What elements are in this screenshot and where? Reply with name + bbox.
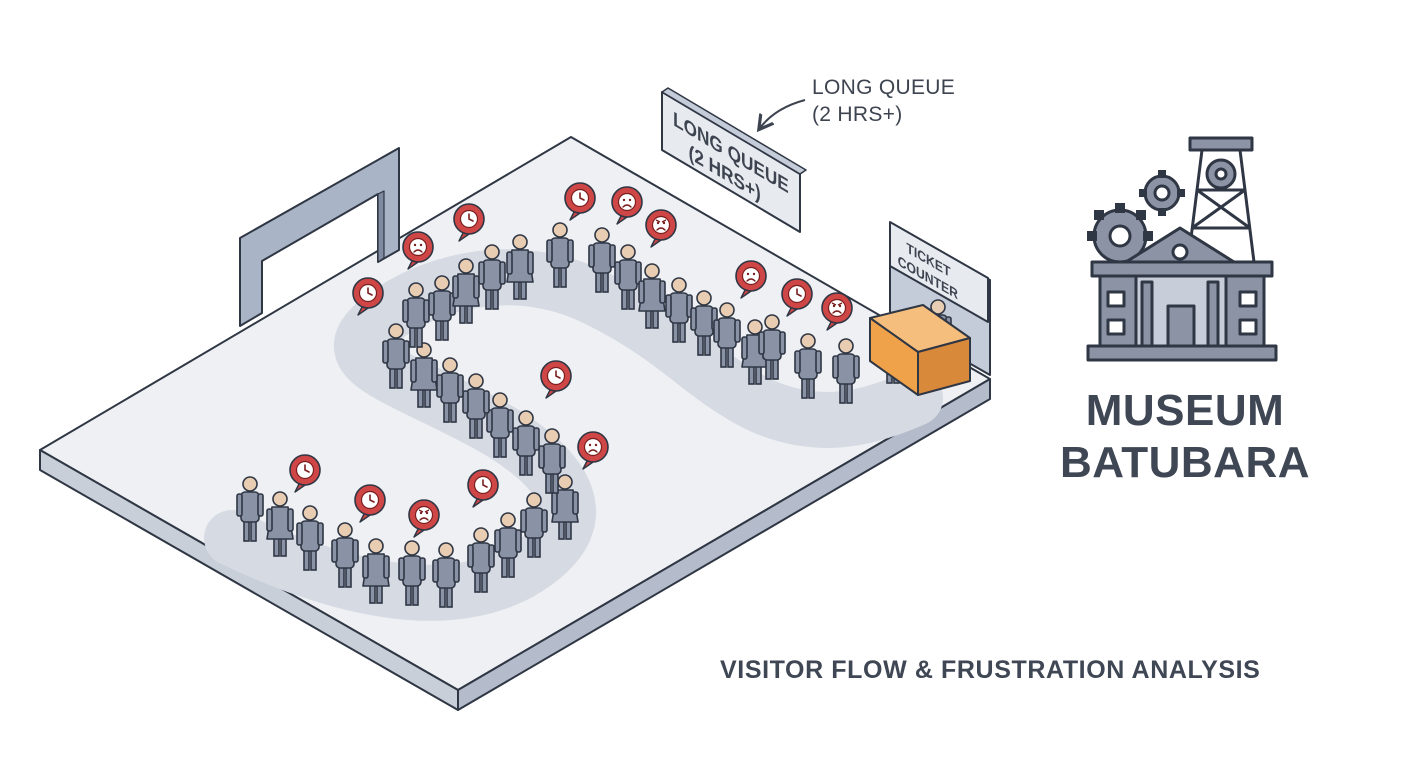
angry-face-icon: [651, 215, 671, 235]
visitor-figure: [758, 314, 786, 380]
visitor-figure: [478, 244, 506, 310]
visitor-figure: [436, 357, 464, 423]
visitor-figure: [398, 540, 426, 606]
frustration-bubble: [577, 431, 609, 470]
visitor-figure: [432, 542, 460, 608]
frustration-bubble: [645, 209, 677, 248]
clock-icon: [570, 188, 590, 208]
frown-face-icon: [617, 192, 637, 212]
queue-people: [236, 182, 952, 608]
visitor-figure: [428, 275, 456, 341]
small-gear-icon: [1139, 170, 1185, 216]
visitor-figure: [512, 410, 540, 476]
long-queue-callout: LONG QUEUE (2 HRS+): [812, 74, 955, 128]
visitor-figure: [794, 333, 822, 399]
visitor-figure: [402, 282, 430, 348]
visitor-figure: [546, 222, 574, 288]
frustration-bubble: [289, 454, 321, 493]
visitor-figure: [614, 244, 642, 310]
queue-arrow: [898, 392, 930, 412]
museum-name: MUSEUM BATUBARA: [1050, 385, 1320, 489]
ticket-counter-desk: [869, 304, 971, 396]
clock-icon: [546, 366, 566, 386]
visitor-figure: [494, 512, 522, 578]
visitor-figure: [296, 505, 324, 571]
visitor-figure: [410, 342, 438, 408]
visitor-figure: [538, 428, 566, 494]
clock-icon: [360, 490, 380, 510]
frustration-bubble: [611, 186, 643, 225]
large-gear-icon: [1087, 203, 1153, 264]
mine-headframe-icon: [1186, 136, 1256, 263]
clock-icon: [295, 460, 315, 480]
visitor-figure: [467, 527, 495, 593]
visitor-figure: [832, 338, 860, 404]
callout-line-1: LONG QUEUE: [812, 76, 956, 99]
visitor-figure: [266, 491, 294, 557]
museum-building-icon: [1086, 136, 1278, 362]
clock-icon: [358, 283, 378, 303]
clock-icon: [473, 475, 493, 495]
clock-icon: [459, 209, 479, 229]
frown-face-icon: [741, 266, 761, 286]
frustration-bubble: [781, 278, 813, 317]
frustration-bubble: [402, 231, 434, 270]
callout-line-2: (2 HRS+): [812, 103, 903, 126]
museum-name-line-1: MUSEUM: [1085, 386, 1285, 435]
museum-name-line-2: BATUBARA: [1059, 438, 1311, 487]
visitor-figure: [331, 522, 359, 588]
frustration-bubble: [354, 484, 386, 523]
visitor-figure: [506, 234, 534, 300]
visitor-figure: [382, 323, 410, 389]
frustration-bubble: [735, 260, 767, 299]
frustration-bubble: [352, 277, 384, 316]
visitor-figure: [236, 476, 264, 542]
visitor-figure: [713, 302, 741, 368]
angry-face-icon: [414, 505, 434, 525]
queue-path: [204, 249, 943, 621]
entrance-frame: [239, 147, 400, 327]
visitor-figure: [638, 263, 666, 329]
clock-icon: [787, 284, 807, 304]
frustration-bubble: [821, 292, 853, 331]
frustration-bubble: [408, 499, 440, 538]
frustration-bubble: [453, 203, 485, 242]
visitor-figure: [362, 538, 390, 604]
frown-face-icon: [583, 437, 603, 457]
visitor-figure: [588, 227, 616, 293]
frustration-bubble: [540, 360, 572, 399]
visitor-figure: [486, 392, 514, 458]
frown-face-icon: [408, 237, 428, 257]
long-queue-sign: LONG QUEUE (2 HRS+): [661, 87, 807, 233]
callout-arrow: [760, 99, 806, 128]
visitor-figure: [520, 492, 548, 558]
visitor-figure: [452, 258, 480, 324]
angry-face-icon: [827, 298, 847, 318]
frustration-bubble: [564, 182, 596, 221]
frustration-bubble: [467, 469, 499, 508]
diagram-caption: VISITOR FLOW & FRUSTRATION ANALYSIS: [720, 656, 1261, 684]
visitor-figure: [462, 373, 490, 439]
